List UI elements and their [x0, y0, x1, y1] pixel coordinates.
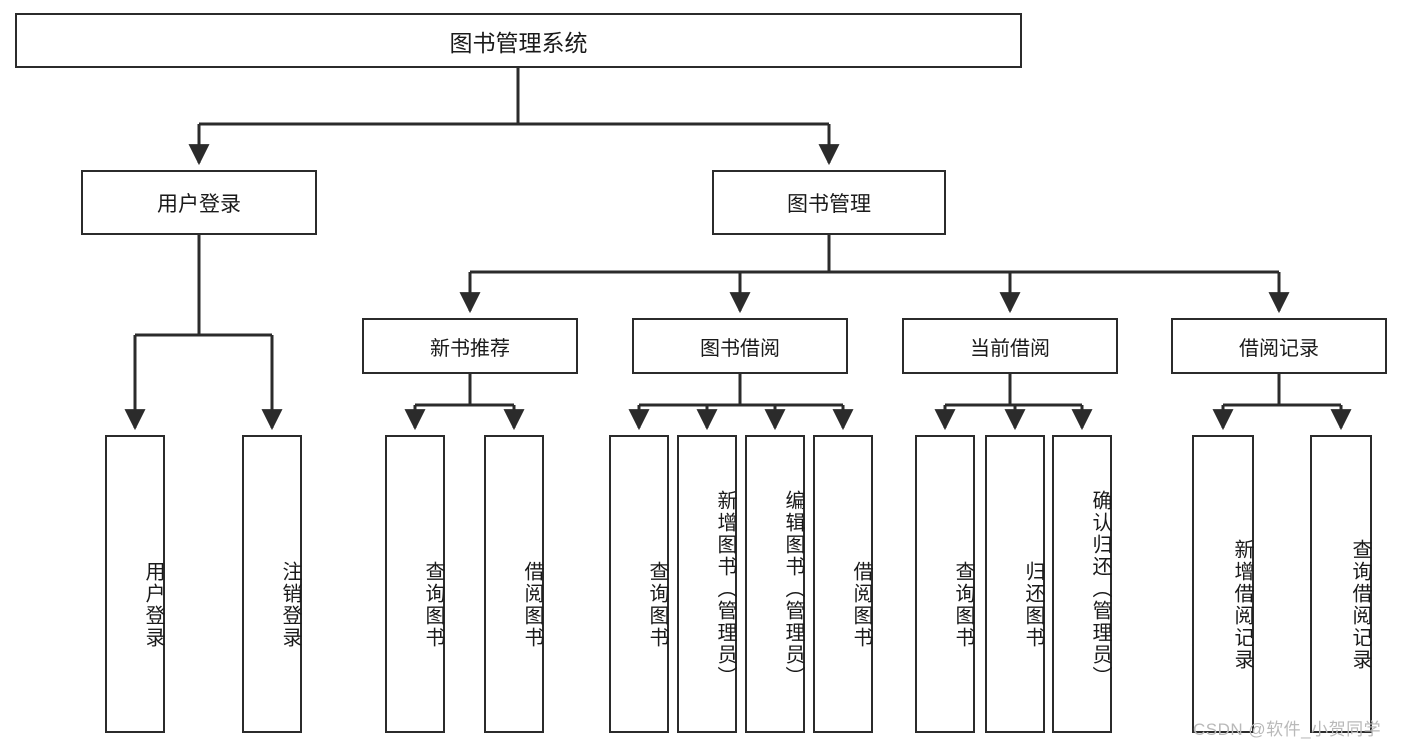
node-level2-new-book-recommend[interactable]: 新书推荐	[362, 318, 578, 374]
node-leaf-edit-book-admin[interactable]: 编辑图书（管理员）	[745, 435, 805, 733]
node-leaf-query-book-recommend[interactable]: 查询图书	[385, 435, 445, 733]
node-leaf-add-borrow-record[interactable]: 新增借阅记录	[1192, 435, 1254, 733]
node-leaf-user-login[interactable]: 用户登录	[105, 435, 165, 733]
node-leaf-logout[interactable]: 注销登录	[242, 435, 302, 733]
node-level2-borrow-record[interactable]: 借阅记录	[1171, 318, 1387, 374]
node-leaf-query-borrow-record[interactable]: 查询借阅记录	[1310, 435, 1372, 733]
node-level1-user-login[interactable]: 用户登录	[81, 170, 317, 235]
node-leaf-add-book-admin[interactable]: 新增图书（管理员）	[677, 435, 737, 733]
node-leaf-confirm-return-admin[interactable]: 确认归还（管理员）	[1052, 435, 1112, 733]
node-leaf-borrow-book-recommend[interactable]: 借阅图书	[484, 435, 544, 733]
node-leaf-borrow-book[interactable]: 借阅图书	[813, 435, 873, 733]
node-level2-current-borrow[interactable]: 当前借阅	[902, 318, 1118, 374]
node-level1-book-management[interactable]: 图书管理	[712, 170, 946, 235]
node-leaf-return-book[interactable]: 归还图书	[985, 435, 1045, 733]
node-root[interactable]: 图书管理系统	[15, 13, 1022, 68]
node-leaf-query-book-current[interactable]: 查询图书	[915, 435, 975, 733]
node-leaf-query-book-borrow[interactable]: 查询图书	[609, 435, 669, 733]
watermark: CSDN @软件_小贺同学	[1193, 720, 1382, 739]
node-level2-book-borrow[interactable]: 图书借阅	[632, 318, 848, 374]
